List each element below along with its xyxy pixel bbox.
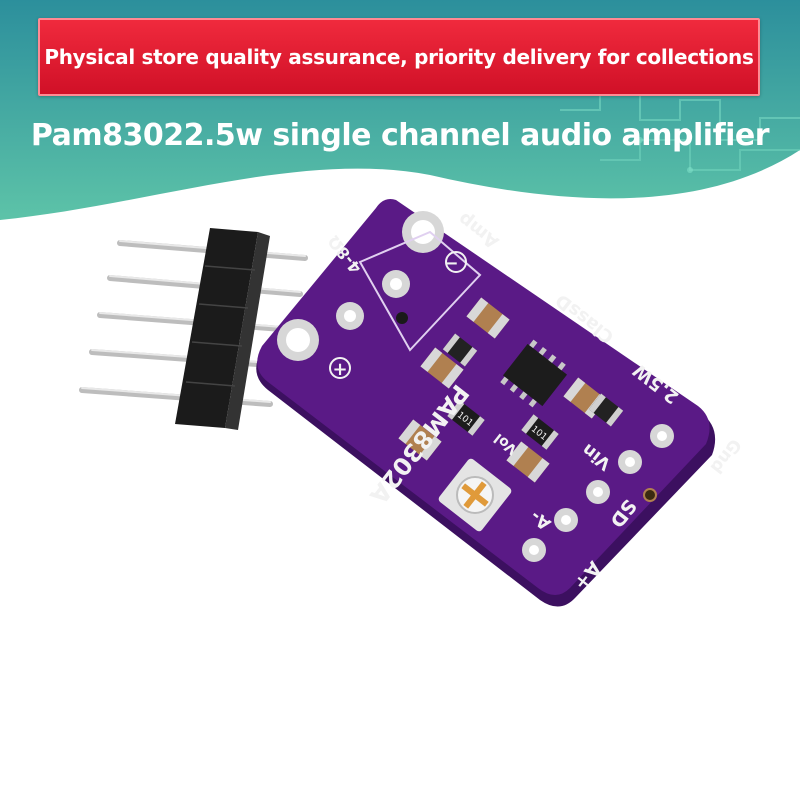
promo-banner: Physical store quality assurance, priori… [38, 18, 760, 96]
pcb-board: 101 101 [256, 199, 745, 607]
header-pins [79, 228, 308, 430]
product-title: Pam83022.5w single channel audio amplifi… [30, 118, 770, 153]
plus-label: + [332, 359, 347, 380]
trim-potentiometer [438, 458, 512, 532]
promo-text: Physical store quality assurance, priori… [44, 45, 754, 69]
minus-label: − [443, 253, 458, 274]
